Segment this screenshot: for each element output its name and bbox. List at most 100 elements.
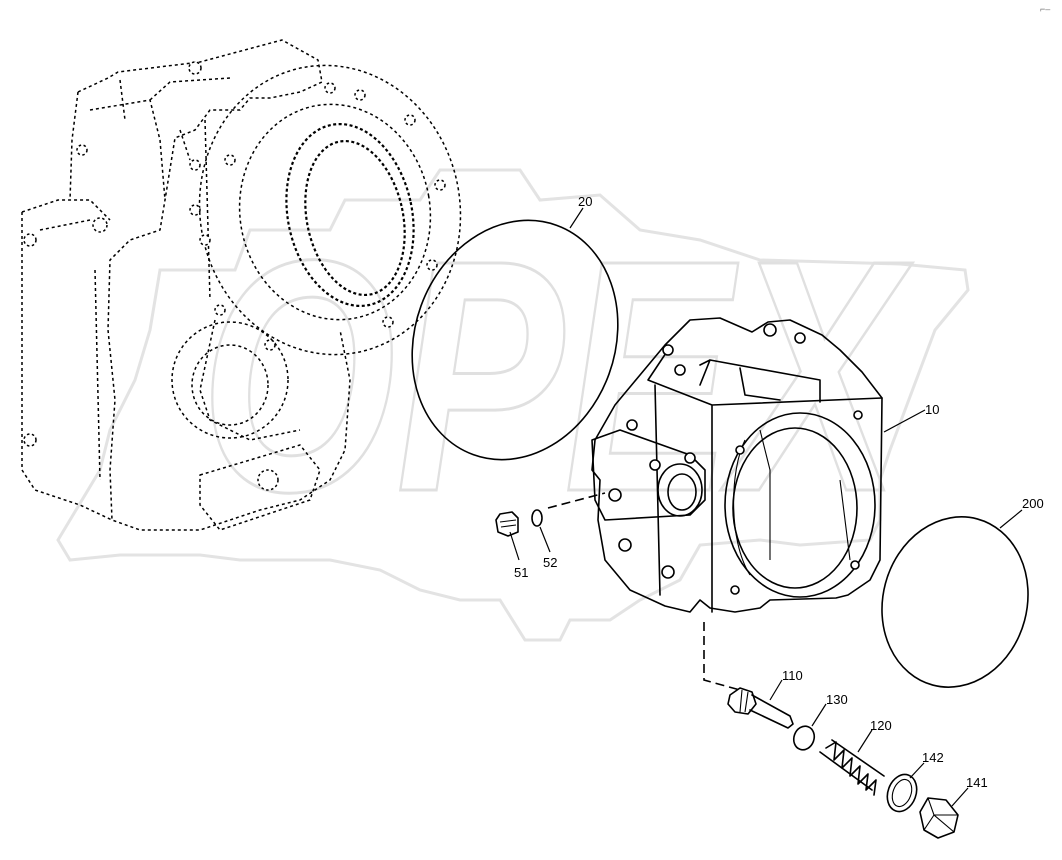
bolt-hole (674, 364, 686, 376)
plug-141-hex (919, 797, 959, 839)
bolt-hole (224, 154, 236, 166)
bolt-hole (730, 585, 740, 595)
housing-outer-outline (21, 39, 351, 531)
mating-gearbox-housing (21, 39, 462, 531)
plug-51-thread (499, 519, 517, 528)
bolt-hole (92, 217, 108, 233)
bolt-hole (189, 159, 201, 171)
bolt-hole (76, 144, 88, 156)
housing-flange-ring-outer (198, 64, 462, 356)
watermark: OPEX (56, 168, 970, 642)
bolt-hole (23, 233, 37, 247)
leader-51 (509, 531, 520, 561)
cover-front-face (647, 349, 883, 613)
spring-120-coils (825, 741, 877, 796)
cover-side-port-inner (667, 473, 697, 511)
leader-52 (539, 526, 551, 553)
o-ring-130[interactable] (790, 723, 817, 752)
centerline-valve (703, 622, 741, 691)
bolt-hole (257, 469, 279, 491)
leader-142 (909, 762, 925, 779)
cover-top-rib (699, 359, 821, 403)
watermark-text: OPEX (200, 191, 913, 560)
plug-141-facets (923, 797, 958, 833)
cover-main-bore-inner (732, 427, 858, 589)
bolt-hole (189, 204, 201, 216)
bolt-hole (735, 445, 745, 455)
watermark-gear-outline (56, 168, 970, 642)
leader-141 (951, 787, 969, 807)
leader-110 (769, 679, 783, 701)
leader-130 (811, 703, 827, 727)
label-52: 52 (543, 555, 557, 570)
cover-housing-10[interactable] (591, 317, 883, 613)
internal-spline-teeth-inner (304, 139, 406, 297)
bolt-hole (214, 304, 226, 316)
housing-bottom-boss (199, 444, 321, 531)
leader-20 (569, 207, 584, 229)
centerline-port (547, 492, 606, 509)
housing-bolt-holes (23, 61, 446, 491)
spring-120[interactable] (819, 739, 885, 796)
bolt-hole (626, 419, 638, 431)
label-51: 51 (514, 565, 528, 580)
bolt-hole (264, 339, 276, 351)
bolt-hole (404, 114, 416, 126)
hex-plug-141[interactable] (919, 797, 959, 839)
cover-side-port (657, 463, 703, 517)
corner-mark: ⌐– (1040, 4, 1050, 14)
label-130: 130 (826, 692, 848, 707)
housing-lower-bore-inner (191, 344, 269, 426)
bolt-hole (684, 452, 696, 464)
housing-flange-ring-inner (238, 103, 432, 321)
label-200: 200 (1022, 496, 1044, 511)
washer-142-inner (891, 778, 913, 808)
bolt-hole (618, 538, 632, 552)
leader-200 (999, 509, 1023, 529)
bolt-hole (199, 234, 211, 246)
bolt-hole (649, 459, 661, 471)
label-110: 110 (782, 668, 803, 683)
leader-120 (857, 729, 873, 753)
valve-spool-110[interactable] (727, 687, 794, 729)
callout-labels: 20 10 200 51 52 110 130 120 142 141 (514, 194, 1044, 790)
bolt-hole (382, 316, 394, 328)
leader-lines (509, 207, 1023, 807)
spool-110-head (727, 687, 757, 715)
bolt-hole (794, 332, 806, 344)
label-20: 20 (578, 194, 592, 209)
bolt-hole (188, 61, 202, 75)
cover-bolt-holes (608, 323, 863, 595)
label-141: 141 (966, 775, 988, 790)
plug-51-body (495, 511, 519, 537)
label-142: 142 (922, 750, 944, 765)
plug-51[interactable] (495, 511, 519, 537)
spring-120-outline (819, 739, 885, 791)
leader-10 (883, 409, 926, 433)
internal-spline-teeth (285, 122, 415, 308)
bolt-hole (434, 179, 446, 191)
bolt-hole (23, 433, 37, 447)
bolt-hole (853, 410, 863, 420)
cover-side-port-boss (591, 429, 706, 521)
label-120: 120 (870, 718, 892, 733)
label-10: 10 (925, 402, 939, 417)
spool-110-collar (739, 689, 749, 713)
bolt-hole (661, 565, 675, 579)
bolt-hole (763, 323, 777, 337)
cover-main-bore (724, 412, 876, 598)
bolt-hole (426, 259, 438, 271)
housing-lower-bore (171, 321, 289, 439)
bolt-hole (850, 560, 860, 570)
o-ring-20[interactable] (379, 191, 650, 489)
o-ring-52[interactable] (531, 509, 543, 527)
bolt-hole (324, 82, 336, 94)
spool-110-stem (749, 694, 794, 729)
housing-inner-edges (39, 77, 301, 481)
bolt-hole (608, 488, 622, 502)
o-ring-200[interactable] (863, 500, 1047, 703)
bolt-hole (662, 344, 674, 356)
washer-142[interactable] (882, 770, 921, 815)
bolt-hole (354, 89, 366, 101)
